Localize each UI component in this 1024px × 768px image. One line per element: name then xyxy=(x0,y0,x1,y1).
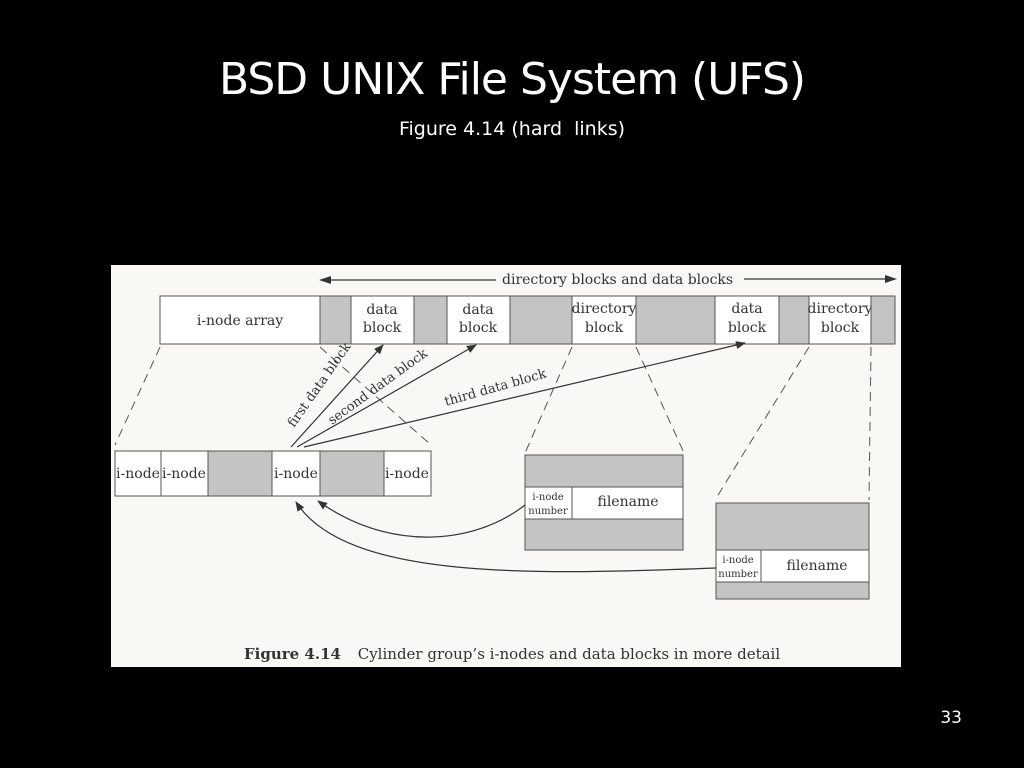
guide-line xyxy=(319,346,432,446)
shaded-block xyxy=(715,502,870,551)
range-arrow-left-head xyxy=(319,276,331,284)
directory-entry-1 xyxy=(524,486,684,520)
directory-entry-2 xyxy=(715,549,870,583)
directory-detail-1: i-node number filename xyxy=(524,454,684,551)
directory-block-1-line1: directory xyxy=(572,301,637,317)
third-block-label: third data block xyxy=(443,366,548,409)
directory-block-2-line2: block xyxy=(821,320,860,336)
shaded-block xyxy=(413,295,448,345)
figure-caption-label: Figure 4.14 xyxy=(244,645,341,663)
directory-block-2 xyxy=(808,295,872,345)
directory-block-1-line2: block xyxy=(585,320,624,336)
data-block-1 xyxy=(350,295,415,345)
hard-link-arrow-1 xyxy=(317,500,526,538)
inode-cell-1 xyxy=(114,450,162,497)
guide-line xyxy=(114,346,161,446)
directory-block-2-line1: directory xyxy=(808,301,873,317)
first-block-arrow xyxy=(290,344,384,448)
inode-cell-1-label: i-node xyxy=(116,466,160,482)
shaded-block xyxy=(319,450,385,497)
entry-1-filename: filename xyxy=(597,494,658,510)
hard-link-arrow-2 xyxy=(295,501,717,573)
inode-cell-3 xyxy=(271,450,321,497)
range-arrow-right-head xyxy=(885,275,897,283)
data-block-2-line1: data xyxy=(462,302,493,318)
shaded-block xyxy=(319,295,352,345)
range-arrow: directory blocks and data blocks xyxy=(319,272,897,288)
shaded-block xyxy=(635,295,716,345)
shaded-block xyxy=(870,295,896,345)
guide-line xyxy=(868,346,872,501)
data-block-3-line1: data xyxy=(731,301,762,317)
entry-1-number-label: number xyxy=(528,506,568,517)
block-pointers xyxy=(290,341,746,448)
inode-cell-2-label: i-node xyxy=(162,466,206,482)
entry-2-number-label: number xyxy=(718,569,758,580)
shaded-block xyxy=(715,581,870,600)
inode-cell-3-label: i-node xyxy=(274,466,318,482)
directory-detail-2: i-node number filename xyxy=(715,502,870,600)
shaded-block xyxy=(524,454,684,488)
page-number: 33 xyxy=(940,708,962,728)
data-block-1-line2: block xyxy=(363,320,402,336)
directory-block-1 xyxy=(571,295,637,345)
inode-cell-4 xyxy=(383,450,432,497)
data-block-1-line1: data xyxy=(366,302,397,318)
shaded-block xyxy=(509,295,573,345)
entry-1-inode-label: i-node xyxy=(532,492,563,503)
shaded-block xyxy=(524,518,684,551)
figure-caption: Figure 4.14 Cylinder group’s i-nodes and… xyxy=(244,645,780,663)
inode-row: i-node i-node i-node i-node xyxy=(114,450,432,497)
hard-link-arrows xyxy=(295,500,717,573)
block-row-top: i-node array data block data block direc… xyxy=(159,295,896,345)
shaded-block xyxy=(778,295,810,345)
file-system-diagram: directory blocks and data blocks i-node … xyxy=(114,272,897,663)
data-block-2-line2: block xyxy=(459,320,498,336)
shaded-block xyxy=(207,450,273,497)
slide-subtitle: Figure 4.14 (hard links) xyxy=(398,118,626,140)
guide-line xyxy=(635,346,685,454)
range-label: directory blocks and data blocks xyxy=(502,272,733,288)
guide-line xyxy=(714,346,810,501)
inode-cell-4-label: i-node xyxy=(385,466,429,482)
guide-line xyxy=(524,346,573,454)
second-block-arrow xyxy=(296,344,477,448)
third-block-arrow xyxy=(303,341,746,448)
expansion-guides xyxy=(114,346,872,501)
data-block-2 xyxy=(446,295,511,345)
entry-2-inode-label: i-node xyxy=(722,555,753,566)
entry-2-filename: filename xyxy=(786,558,847,574)
figure-caption-text: Cylinder group’s i-nodes and data blocks… xyxy=(358,645,781,663)
inode-array-block xyxy=(159,295,321,345)
figure-panel: directory blocks and data blocks i-node … xyxy=(111,265,901,667)
slide-title: BSD UNIX File System (UFS) xyxy=(218,54,806,105)
data-block-3-line2: block xyxy=(728,320,767,336)
inode-array-label: i-node array xyxy=(197,313,283,329)
